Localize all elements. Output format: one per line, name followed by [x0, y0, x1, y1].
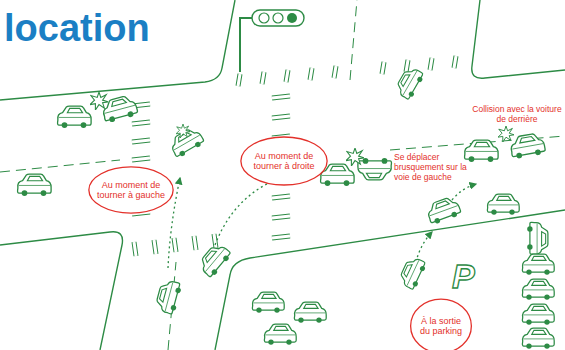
- cars-part: [154, 279, 182, 315]
- traffic-light-part: [240, 18, 252, 72]
- traffic-light-part: [259, 13, 269, 23]
- crash-bursts-part: [498, 126, 514, 142]
- cars-part: [522, 304, 554, 325]
- oval-shape: [89, 167, 173, 213]
- callout-text: À la sortie du parking: [416, 316, 466, 337]
- parking-sign: P: [452, 258, 492, 294]
- cars-part: [264, 324, 296, 345]
- road-edges-part: [215, 210, 565, 350]
- road-edges-part: [0, 0, 235, 100]
- cars-part: [509, 132, 546, 159]
- callout-text: Au moment de tourner à gauche: [94, 180, 168, 201]
- crosswalk-fill-part: [238, 56, 456, 86]
- callout-oval: Au moment de tourner à gauche: [88, 166, 174, 214]
- cars-part: [527, 222, 548, 254]
- diagram-title: location: [4, 6, 150, 50]
- traffic-light: [240, 10, 304, 72]
- cars-part: [18, 174, 52, 196]
- note-text: Se déplacer brusquement sur la voie de g…: [394, 152, 478, 182]
- cars-part: [487, 194, 519, 215]
- cars-part: [58, 106, 92, 128]
- cars-part: [358, 158, 392, 180]
- cars-part: [465, 140, 499, 162]
- cars-part: [522, 254, 554, 275]
- road-edges-part: [472, 0, 565, 78]
- cars-part: [425, 195, 462, 225]
- cars-part: [394, 65, 426, 101]
- lane-lines-part: [0, 160, 120, 172]
- traffic-light-part: [252, 10, 304, 26]
- motion-arrows-part: [452, 184, 476, 200]
- cars-part: [101, 94, 139, 124]
- crash-bursts-part: [346, 148, 364, 166]
- lane-lines-part: [350, 0, 357, 80]
- note-text: Collision avec la voiture de derrière: [470, 104, 564, 124]
- cars-part: [522, 328, 554, 349]
- motion-arrows-part: [416, 232, 432, 262]
- callout-body: Au moment de tourner à gauche: [94, 166, 168, 214]
- crash-bursts-part: [176, 124, 190, 138]
- oval-shape: [411, 299, 472, 350]
- crosswalk-fill-part: [134, 234, 216, 256]
- crosswalks-part: [238, 56, 456, 86]
- cars-part: [294, 302, 326, 323]
- crosswalks-part: [134, 234, 216, 256]
- cars-part: [252, 292, 284, 313]
- cars-part: [397, 255, 427, 290]
- traffic-light-part: [273, 13, 283, 23]
- callout-oval: Au moment de tourner à droite: [240, 136, 328, 186]
- oval-shape: [241, 137, 327, 185]
- callout-text: Au moment de tourner à droite: [246, 151, 322, 172]
- callout-body: Au moment de tourner à droite: [246, 136, 322, 186]
- crash-bursts-part: [90, 92, 108, 110]
- callout-body: À la sortie du parking: [416, 298, 466, 350]
- cars-part: [522, 279, 554, 300]
- cars-part: [196, 241, 232, 279]
- callout-oval: À la sortie du parking: [410, 298, 472, 350]
- road-edges-part: [0, 232, 123, 350]
- traffic-light-part: [287, 13, 297, 23]
